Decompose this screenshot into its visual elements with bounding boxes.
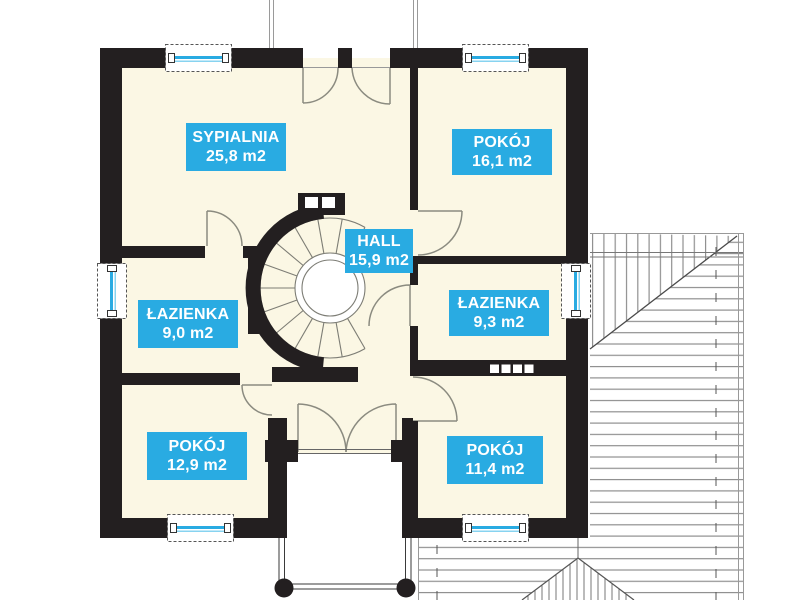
room-name: ŁAZIENKA: [457, 295, 541, 312]
wall-lazienka-right-b: [410, 326, 418, 364]
window-bottom-left: [167, 514, 234, 542]
chimney-flues: [305, 197, 335, 208]
balcony-floor: [287, 453, 402, 538]
wall-stair-base: [272, 367, 358, 382]
door-arc-top-right: [351, 67, 391, 105]
door-arc-sypialnia-lazienka: [206, 210, 243, 247]
wall-balcony-stub-right: [391, 440, 413, 462]
door-arc-top-left: [302, 67, 339, 104]
dormer-edge: [521, 557, 579, 600]
room-name: ŁAZIENKA: [146, 306, 230, 323]
room-name: POKÓJ: [466, 442, 524, 459]
room-name: POKÓJ: [168, 438, 226, 455]
balcony-column-right: [396, 578, 416, 598]
room-name: HALL: [357, 233, 401, 250]
wall-balcony-pier-left: [268, 418, 287, 538]
dormer-edge: [577, 557, 635, 600]
roof-ridge-lines: [269, 0, 418, 48]
room-area: 25,8 m2: [205, 148, 267, 165]
balcony-railing: [278, 538, 412, 590]
roof-hip-line: [589, 235, 738, 350]
room-area: 11,4 m2: [465, 461, 525, 478]
door-arc-pokoj-bottom-left: [241, 384, 273, 416]
window-top-right: [462, 44, 529, 72]
room-label-sypialnia: SYPIALNIA 25,8 m2: [186, 123, 286, 171]
room-name: POKÓJ: [473, 134, 531, 151]
room-label-hall: HALL 15,9 m2: [345, 229, 413, 273]
room-label-pokoj-bottom-left: POKÓJ 12,9 m2: [147, 432, 247, 480]
room-label-pokoj-top-right: POKÓJ 16,1 m2: [452, 129, 552, 175]
wall-balcony-stub-left: [265, 440, 298, 462]
wall-lazienka-right-a: [410, 256, 418, 285]
wall-hall-pokoj-top: [410, 68, 418, 210]
doors: [206, 67, 463, 453]
wall-lazienka-left-bottom: [100, 373, 240, 385]
wall-lazienka-right-bottom: [410, 360, 566, 376]
room-area: 9,3 m2: [473, 314, 525, 331]
wall-balcony-pier-right: [402, 418, 413, 538]
window-left: [97, 263, 127, 319]
room-label-lazienka-right: ŁAZIENKA 9,3 m2: [449, 290, 549, 336]
wall-pokoj-bottom-right-left: [410, 421, 418, 518]
room-area: 15,9 m2: [348, 252, 410, 269]
room-area: 9,0 m2: [162, 325, 214, 342]
wall-vent-squares: [490, 364, 534, 373]
window-right: [561, 263, 591, 319]
wall-lazienka-left-top: [122, 246, 205, 258]
roof-hatch-bottom: [418, 537, 635, 600]
door-arc-pokoj-bottom-right: [412, 376, 458, 422]
room-name: SYPIALNIA: [192, 129, 280, 146]
wall-lazienka-left-right: [248, 246, 260, 334]
door-arc-pokoj-top: [417, 210, 463, 256]
room-label-pokoj-bottom-right: POKÓJ 11,4 m2: [447, 436, 543, 484]
room-area: 16,1 m2: [471, 153, 533, 170]
window-bottom-right: [462, 514, 529, 542]
balcony-column-left: [274, 578, 294, 598]
window-top-left: [165, 44, 232, 72]
wall-pokoj-lazienka-right: [410, 256, 566, 264]
wall-top-pier: [338, 48, 352, 68]
room-label-lazienka-left: ŁAZIENKA 9,0 m2: [138, 300, 238, 348]
room-area: 12,9 m2: [166, 457, 228, 474]
door-arc-lazienka-right: [368, 284, 411, 327]
roof-hatch-right: [589, 233, 744, 600]
